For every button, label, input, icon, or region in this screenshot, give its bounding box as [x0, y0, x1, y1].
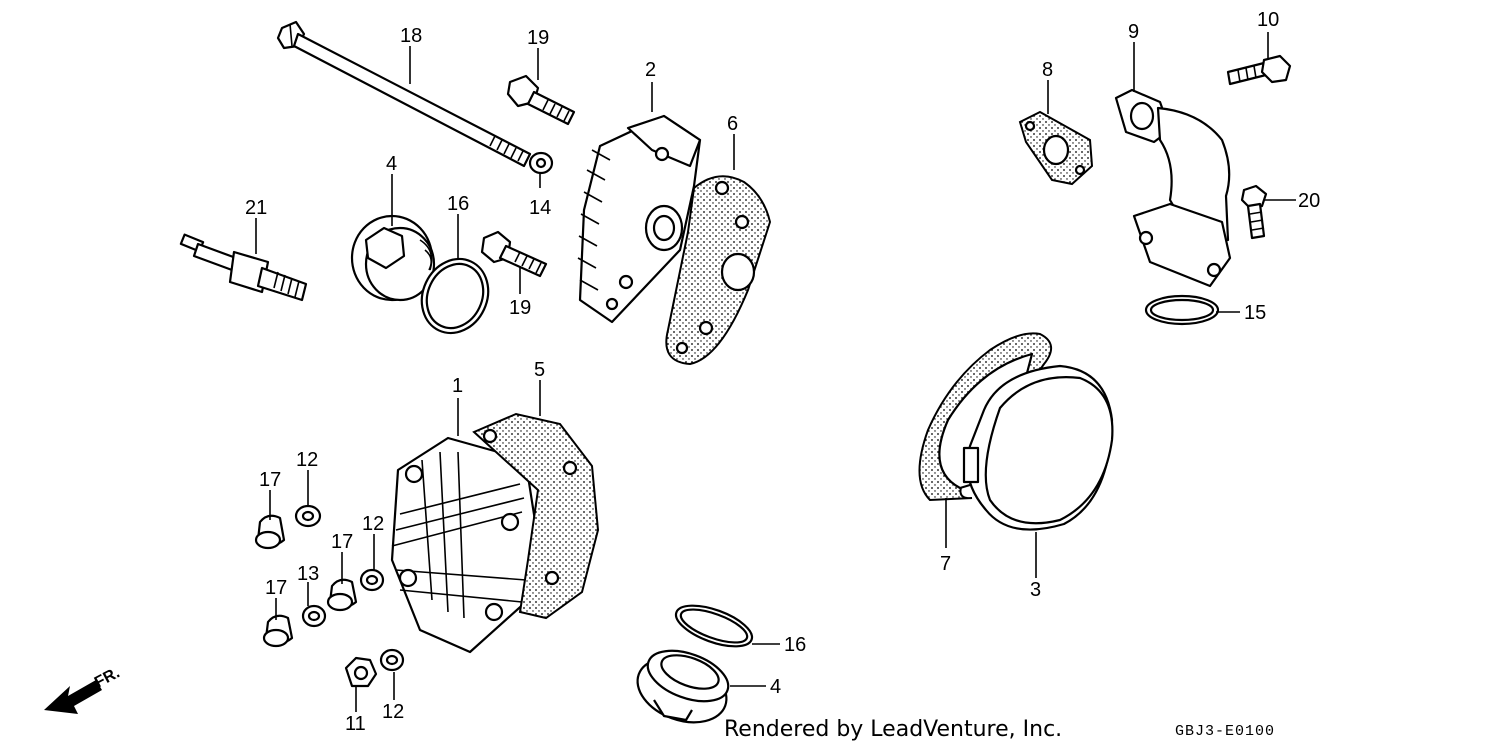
callout-17-b: 17: [331, 531, 353, 553]
intake-pipe-9[interactable]: [1114, 88, 1232, 288]
drain-plug-4-upper[interactable]: [350, 214, 436, 302]
callout-12-a: 12: [296, 449, 318, 471]
washer-14[interactable]: [528, 151, 554, 175]
cap-nut-17-c[interactable]: [262, 614, 294, 648]
callout-labels: 18 19 2 6 8 9 10 4 16 21 14 19 20 15 1 5…: [245, 9, 1320, 735]
callout-4-upper: 4: [386, 153, 397, 175]
callout-13: 13: [297, 563, 319, 585]
callout-12-c: 12: [382, 701, 404, 723]
washer-12-b[interactable]: [359, 568, 385, 592]
washer-12-a[interactable]: [294, 504, 322, 528]
cap-nut-17-a[interactable]: [254, 514, 286, 550]
bolt-19-lower[interactable]: [480, 230, 548, 278]
gasket-6[interactable]: [665, 175, 772, 366]
callout-3: 3: [1030, 579, 1041, 601]
callout-10: 10: [1257, 9, 1279, 31]
washer-13[interactable]: [301, 604, 327, 628]
callout-12-b: 12: [362, 513, 384, 535]
callout-2: 2: [645, 59, 656, 81]
cover-3[interactable]: [962, 364, 1114, 531]
bolt-19-upper[interactable]: [506, 74, 576, 126]
callout-4-lower: 4: [770, 676, 781, 698]
callout-16-lower: 16: [784, 634, 806, 656]
o-ring-15[interactable]: [1144, 294, 1220, 326]
diagram-code: GBJ3-E0100: [1175, 723, 1276, 740]
callout-19-lower: 19: [509, 297, 531, 319]
callout-7: 7: [940, 553, 951, 575]
nut-11[interactable]: [344, 656, 378, 688]
o-ring-16-upper[interactable]: [410, 248, 500, 344]
bolt-20[interactable]: [1240, 184, 1268, 240]
o-ring-16-lower[interactable]: [671, 597, 757, 654]
callout-18: 18: [400, 25, 422, 47]
callout-14: 14: [529, 197, 551, 219]
callout-20: 20: [1298, 190, 1320, 212]
washer-12-c[interactable]: [379, 648, 405, 672]
callout-15: 15: [1244, 302, 1266, 324]
bolt-10[interactable]: [1226, 54, 1292, 86]
callout-9: 9: [1128, 21, 1139, 43]
credit-text: Rendered by LeadVenture, Inc.: [724, 717, 1063, 742]
callout-5: 5: [534, 359, 545, 381]
callout-16-upper: 16: [447, 193, 469, 215]
leader-lines: [255, 32, 1296, 712]
callout-17-a: 17: [259, 469, 281, 491]
callout-11: 11: [345, 713, 366, 735]
cylinder-head-1[interactable]: [390, 436, 540, 654]
callout-19-upper: 19: [527, 27, 549, 49]
callout-17-c: 17: [265, 577, 287, 599]
head-gasket-5[interactable]: [472, 412, 600, 620]
drain-plug-4-lower[interactable]: [629, 641, 736, 734]
callout-8: 8: [1042, 59, 1053, 81]
callout-21: 21: [245, 197, 267, 219]
side-cover-2[interactable]: [577, 114, 702, 324]
spark-plug-21[interactable]: [179, 233, 308, 302]
front-direction-arrow: FR.: [44, 664, 123, 714]
callout-6: 6: [727, 113, 738, 135]
stud-bolt-18[interactable]: [276, 20, 532, 168]
cap-nut-17-b[interactable]: [326, 578, 358, 612]
callout-1: 1: [452, 375, 463, 397]
gasket-8[interactable]: [1018, 110, 1094, 186]
